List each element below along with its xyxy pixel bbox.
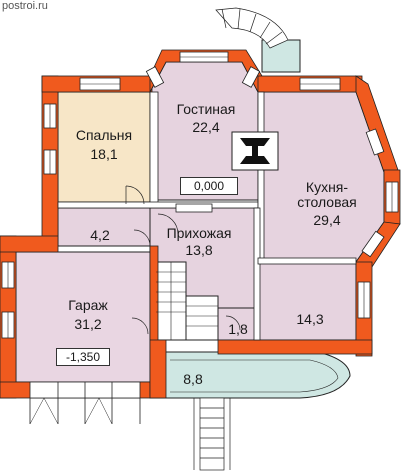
bedroom-fill — [57, 91, 151, 203]
garage-doors — [29, 381, 141, 425]
internal-stair-lines — [156, 262, 218, 340]
living-room-name: Гостиная — [176, 101, 236, 117]
hall-label: Прихожая 13,8 — [160, 225, 238, 259]
garage-label: Гараж 31,2 — [48, 297, 128, 333]
porch-railing — [170, 359, 339, 393]
upper-stairs — [215, 7, 289, 49]
garage-name: Гараж — [68, 297, 108, 313]
window-kitchen-right-diag-2 — [361, 230, 385, 258]
kitchen-name-1: Кухня- — [305, 179, 349, 195]
kitchen-area: 29,4 — [313, 211, 341, 228]
bedroom-name: Спальня — [75, 127, 133, 143]
room-14-fill — [257, 261, 357, 341]
window-kitchen-right-diag — [365, 128, 385, 156]
hall-area: 13,8 — [185, 242, 213, 259]
interior-walls — [57, 91, 357, 341]
wc-area: 1,8 — [228, 321, 248, 337]
level-main: 0,000 — [180, 177, 238, 195]
kitchen-label: Кухня- столовая 29,4 — [282, 179, 372, 228]
room-14-area: 14,3 — [296, 311, 324, 327]
stair-block-2 — [185, 295, 219, 341]
bedroom-label: Спальня 18,1 — [64, 127, 144, 163]
window-hall-top — [175, 203, 213, 213]
bedroom-area: 18,1 — [90, 146, 118, 163]
living-room-label: Гостиная 22,4 — [166, 101, 246, 136]
fireplace-icon — [231, 131, 279, 171]
door-swings — [125, 185, 241, 335]
kitchen-name-2: столовая — [297, 194, 357, 211]
porch-fill — [149, 351, 351, 399]
wc-fill — [217, 307, 259, 341]
watermark: postroi.ru — [2, 0, 48, 12]
porch-area: 8,8 — [183, 371, 203, 387]
level-garage: -1,350 — [56, 348, 110, 366]
window-living-right — [241, 66, 261, 88]
living-room-area: 22,4 — [192, 119, 220, 136]
window-glazing — [7, 56, 393, 338]
garage-area: 31,2 — [74, 316, 102, 333]
window-living-left — [145, 66, 165, 88]
entry-stairs — [193, 397, 231, 471]
hall-name: Прихожая — [166, 225, 232, 241]
small-room-area: 4,2 — [90, 227, 110, 243]
